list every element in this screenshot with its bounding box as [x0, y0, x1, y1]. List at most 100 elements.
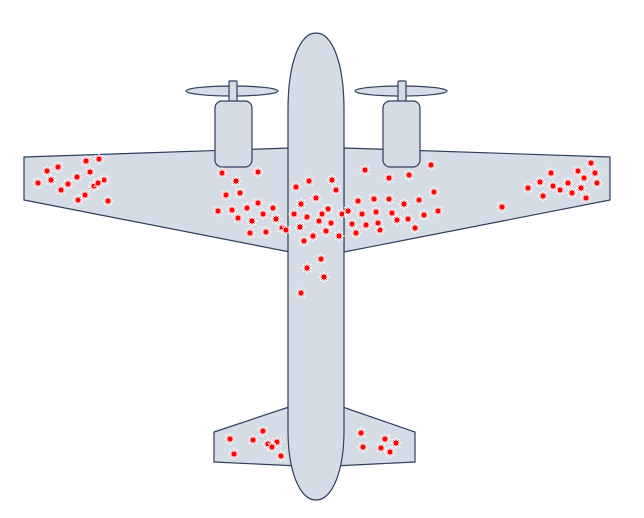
- bullet-hole-icon: [279, 223, 293, 237]
- bullet-hole-icon: [256, 207, 270, 221]
- bullet-hole-icon: [101, 194, 115, 208]
- bullet-hole-icon: [367, 192, 381, 206]
- bullet-hole-icon: [243, 226, 257, 240]
- bullet-hole-icon: [269, 212, 283, 226]
- bullet-hole-icon: [383, 445, 397, 459]
- bullet-hole-icon: [309, 191, 323, 205]
- bullet-hole-icon: [256, 424, 270, 438]
- bullet-hole-icon: [91, 176, 105, 190]
- bullet-hole-icon: [341, 204, 355, 218]
- bullet-hole-icon: [293, 220, 307, 234]
- bullet-hole-icon: [306, 229, 320, 243]
- bullet-hole-icon: [211, 204, 225, 218]
- bullet-hole-icon: [544, 166, 558, 180]
- bullet-hole-icon: [233, 186, 247, 200]
- right-propeller-hub: [397, 80, 407, 104]
- bullet-hole-icon: [70, 170, 84, 184]
- bullet-hole-icon: [390, 213, 404, 227]
- bullet-hole-icon: [349, 226, 363, 240]
- bullet-hole-icon: [590, 176, 604, 190]
- bullet-hole-icon: [427, 185, 441, 199]
- left-propeller-hub: [228, 80, 238, 104]
- bullet-hole-icon: [355, 207, 369, 221]
- bullet-hole-icon: [553, 183, 567, 197]
- bullet-hole-icon: [332, 229, 346, 243]
- bullet-holes: [31, 152, 604, 463]
- bullet-hole-icon: [294, 286, 308, 300]
- bullet-hole-icon: [265, 440, 279, 454]
- bullet-hole-icon: [297, 234, 311, 248]
- bullet-hole-icon: [397, 197, 411, 211]
- bullet-hole-icon: [351, 194, 365, 208]
- bullet-hole-icon: [259, 225, 273, 239]
- bullet-hole-icon: [356, 440, 370, 454]
- bullet-hole-icon: [577, 171, 591, 185]
- bullet-hole-icon: [83, 165, 97, 179]
- bullet-hole-icon: [571, 164, 585, 178]
- bullet-hole-icon: [369, 205, 383, 219]
- bullet-hole-icon: [225, 203, 239, 217]
- bullet-hole-icon: [78, 188, 92, 202]
- bullet-hole-icon: [424, 158, 438, 172]
- bullet-hole-icon: [223, 432, 237, 446]
- bullet-hole-icon: [71, 193, 85, 207]
- bullet-hole-icon: [319, 224, 333, 238]
- bullet-hole-icon: [251, 165, 265, 179]
- right-tail: [333, 403, 416, 467]
- fuselage: [287, 32, 345, 501]
- airplane-icon: [23, 32, 611, 501]
- bullet-hole-icon: [229, 174, 243, 188]
- bullet-hole-icon: [215, 166, 229, 180]
- bullet-hole-icon: [79, 154, 93, 168]
- bullet-hole-icon: [266, 201, 280, 215]
- bullet-hole-icon: [521, 181, 535, 195]
- left-engine: [214, 100, 253, 168]
- bullet-hole-icon: [382, 192, 396, 206]
- bullet-hole-icon: [561, 176, 575, 190]
- bullet-hole-icon: [412, 193, 426, 207]
- bullet-hole-icon: [300, 261, 314, 275]
- bullet-hole-icon: [227, 447, 241, 461]
- bullet-hole-icon: [431, 204, 445, 218]
- bullet-hole-icon: [536, 189, 550, 203]
- bullet-hole-icon: [315, 207, 329, 221]
- bullet-hole-icon: [358, 163, 372, 177]
- bullet-hole-icon: [495, 200, 509, 214]
- bullet-hole-icon: [51, 160, 65, 174]
- bullet-hole-icon: [54, 183, 68, 197]
- bullet-hole-icon: [359, 218, 373, 232]
- bullet-hole-icon: [579, 191, 593, 205]
- bullet-hole-icon: [246, 433, 260, 447]
- bullet-hole-icon: [408, 221, 422, 235]
- bullet-hole-icon: [92, 152, 106, 166]
- bullet-hole-icon: [240, 201, 254, 215]
- bullet-hole-icon: [546, 179, 560, 193]
- bullet-hole-icon: [317, 270, 331, 284]
- bullet-hole-icon: [417, 208, 431, 222]
- bullet-hole-icon: [274, 449, 288, 463]
- bullet-hole-icon: [287, 207, 301, 221]
- bullet-hole-icon: [294, 197, 308, 211]
- bullet-hole-icon: [61, 177, 75, 191]
- bullet-hole-icon: [219, 188, 233, 202]
- bullet-hole-icon: [324, 216, 338, 230]
- bullet-hole-icon: [371, 216, 385, 230]
- bullet-hole-icon: [389, 436, 403, 450]
- bullet-hole-icon: [329, 183, 343, 197]
- bullet-hole-icon: [402, 168, 416, 182]
- bullet-hole-icon: [533, 175, 547, 189]
- bullet-hole-icon: [565, 186, 579, 200]
- bullet-hole-icon: [300, 210, 314, 224]
- bullet-hole-icon: [382, 171, 396, 185]
- bullet-hole-icon: [588, 166, 602, 180]
- bullet-hole-icon: [245, 214, 259, 228]
- bullet-hole-icon: [374, 441, 388, 455]
- right-engine: [382, 100, 421, 168]
- bullet-hole-icon: [354, 426, 368, 440]
- bullet-hole-icon: [251, 196, 265, 210]
- bullet-hole-icon: [373, 223, 387, 237]
- bullet-hole-icon: [302, 174, 316, 188]
- bullet-hole-icon: [231, 211, 245, 225]
